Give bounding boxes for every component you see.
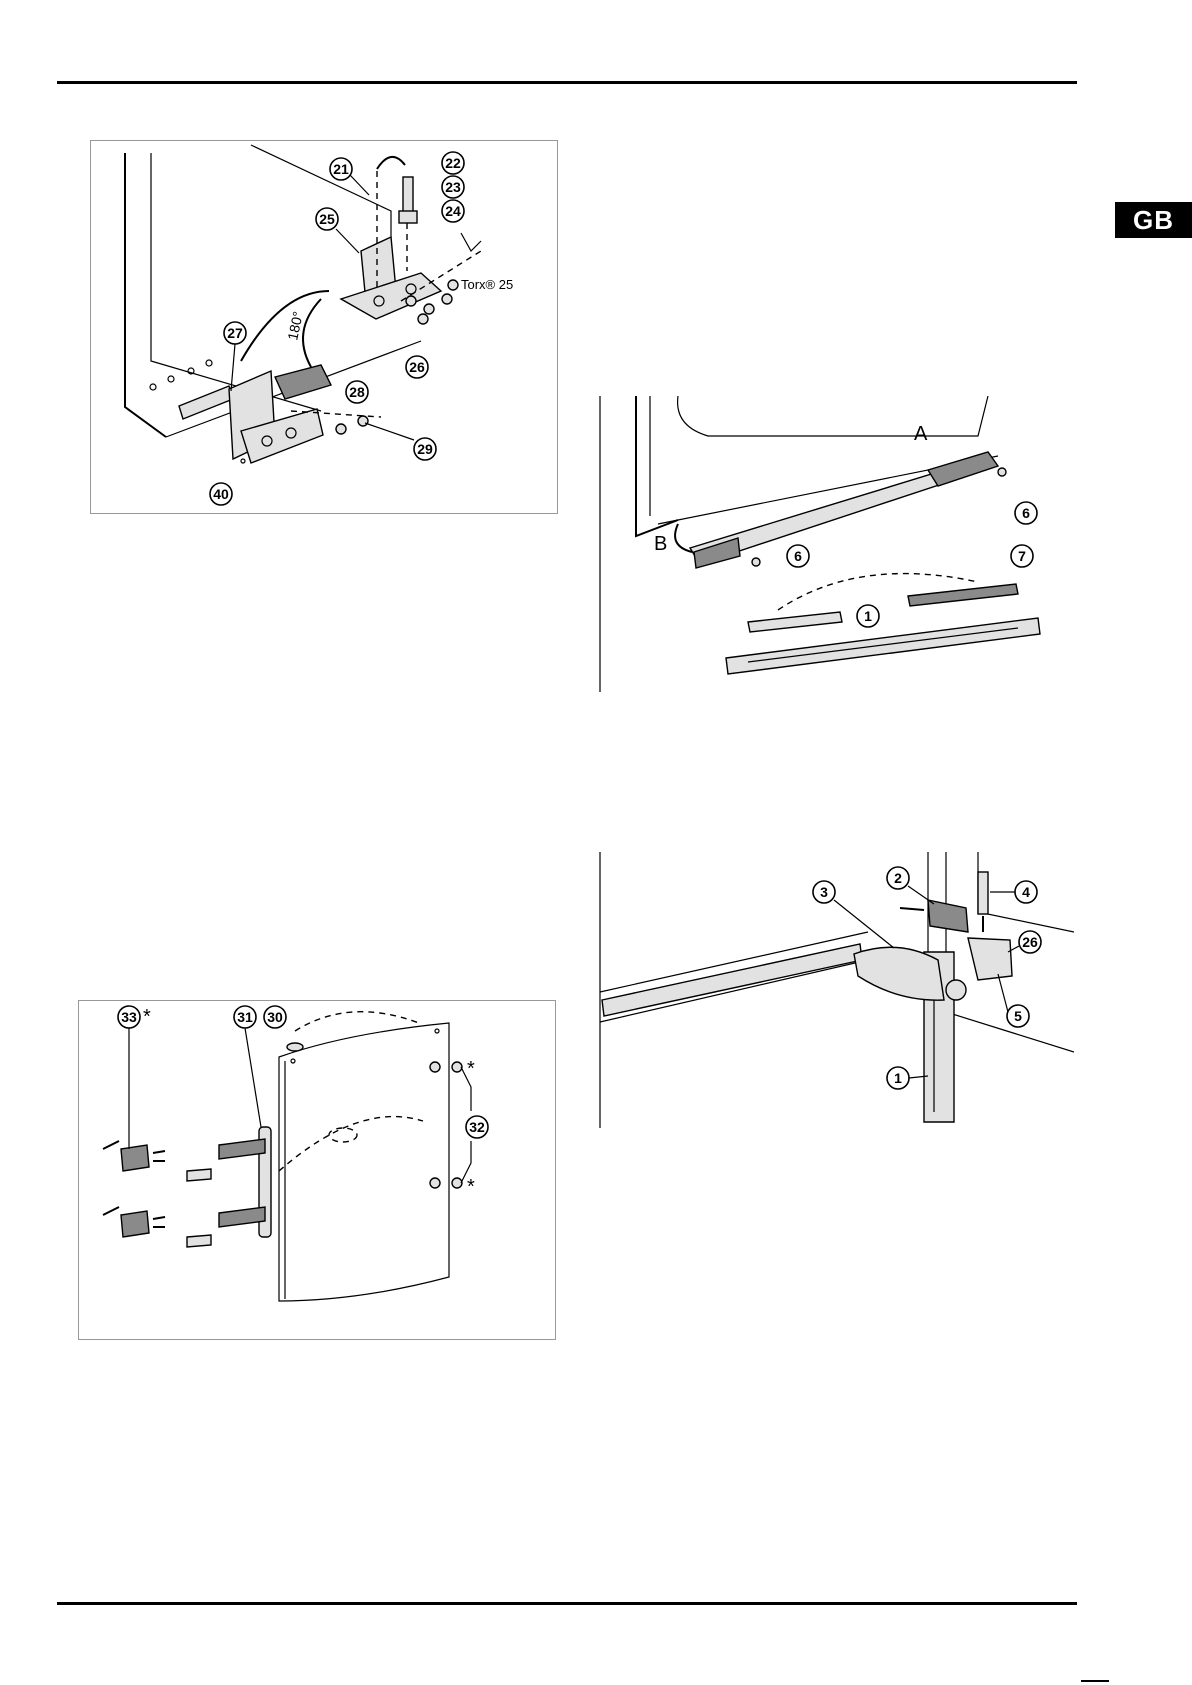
- callout-6-right: 6: [1022, 505, 1030, 521]
- door-panel: [279, 1023, 449, 1301]
- callout-6-left: 6: [794, 548, 802, 564]
- figure-door-hinge: 180° Torx® 25 21 22 23 24 25 26 27 28 29…: [90, 140, 558, 514]
- callout-21: 21: [333, 161, 349, 177]
- callout-22: 22: [445, 155, 461, 171]
- hinge-cover: [179, 386, 233, 419]
- cap-2: [928, 900, 968, 932]
- plug-30: [287, 1043, 303, 1051]
- callout-1: 1: [864, 608, 872, 624]
- cabinet-edge: [125, 153, 166, 437]
- figure-bottom-rail: A B 1 6 6 7: [598, 396, 1074, 692]
- callout-2: 2: [894, 870, 902, 886]
- asterisk-32-top: *: [467, 1058, 475, 1080]
- door-hinge-illustration: 180° Torx® 25 21 22 23 24 25 26 27 28 29…: [91, 141, 557, 513]
- figure-rail-bracket: 2 3 4 26 5 1: [598, 852, 1074, 1128]
- handle-swap-illustration: 33 31 30 32 * * *: [79, 1001, 555, 1339]
- callout-30: 30: [267, 1009, 283, 1025]
- callout-23: 23: [445, 179, 461, 195]
- asterisk-32-bottom: *: [467, 1176, 475, 1198]
- footer-rule: [57, 1602, 1077, 1605]
- hinge-5: [968, 938, 1012, 980]
- language-tab: GB: [1115, 202, 1192, 238]
- bottom-rail-illustration: A B 1 6 6 7: [598, 396, 1074, 692]
- callout-32: 32: [469, 1119, 485, 1135]
- handle-arrow: [279, 1117, 423, 1171]
- callout-24: 24: [445, 203, 461, 219]
- part-7-mirror: [748, 612, 842, 632]
- header-rule: [57, 81, 1077, 84]
- rotate-arrow: [377, 157, 405, 169]
- callout-5: 5: [1014, 1008, 1022, 1024]
- callout-28: 28: [349, 384, 365, 400]
- callout-3: 3: [820, 884, 828, 900]
- callout-25: 25: [319, 211, 335, 227]
- part-7: [908, 584, 1018, 606]
- pin-4: [978, 872, 988, 914]
- callout-31: 31: [237, 1009, 253, 1025]
- callout-33: 33: [121, 1009, 137, 1025]
- callout-29: 29: [417, 441, 433, 457]
- callout-26: 26: [409, 359, 425, 375]
- lower-hinge-arm: [275, 365, 331, 399]
- callout-7: 7: [1018, 548, 1026, 564]
- callout-4: 4: [1022, 884, 1030, 900]
- label-a: A: [914, 423, 928, 445]
- callout-27: 27: [227, 325, 243, 341]
- washers-32: [430, 1062, 462, 1188]
- cap-33-bottom: [121, 1211, 149, 1237]
- label-b: B: [654, 533, 667, 555]
- rail-bracket-illustration: 2 3 4 26 5 1: [598, 852, 1074, 1128]
- callout-40: 40: [213, 486, 229, 502]
- asterisk-33: *: [143, 1006, 151, 1028]
- hinge-bracket: [928, 452, 998, 486]
- rail-track: [602, 944, 862, 1016]
- callout-1: 1: [894, 1070, 902, 1086]
- figure-handle-swap: 33 31 30 32 * * *: [78, 1000, 556, 1340]
- torx-label: Torx® 25: [461, 277, 513, 292]
- cap-33-top: [121, 1145, 149, 1171]
- footer-marks: [1081, 1680, 1109, 1682]
- plug-arrow: [295, 1012, 419, 1031]
- callout-26: 26: [1022, 934, 1038, 950]
- transfer-arrow: [241, 291, 329, 361]
